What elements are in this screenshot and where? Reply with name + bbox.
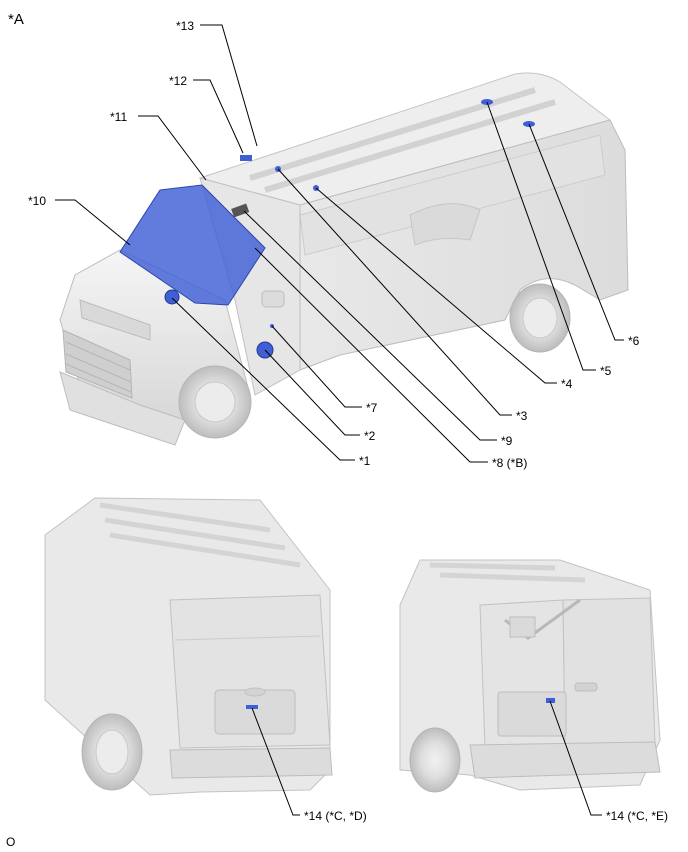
windshield-highlight xyxy=(119,184,266,306)
callout-13: *13 xyxy=(176,19,194,33)
callout-5: *5 xyxy=(600,364,612,378)
marker-14-right xyxy=(546,698,555,703)
callout-7: *7 xyxy=(366,401,378,415)
callout-8: *8 (*B) xyxy=(492,456,527,470)
callout-14-right: *14 (*C, *E) xyxy=(606,809,668,823)
callout-10: *10 xyxy=(28,194,46,208)
front-three-quarter-van-view xyxy=(59,72,629,446)
marker-12 xyxy=(240,155,252,161)
callout-2: *2 xyxy=(364,429,376,443)
callout-14-left: *14 (*C, *D) xyxy=(304,809,367,823)
callout-9: *9 xyxy=(501,434,513,448)
rear-view-barn-door-van xyxy=(399,559,661,793)
marker-14-left xyxy=(246,705,258,709)
footer-code: O xyxy=(6,835,15,849)
callout-1: *1 xyxy=(359,454,371,468)
leader-lines-main xyxy=(55,24,624,463)
leader-lines-rear xyxy=(251,700,602,816)
inner-mirror-marker xyxy=(231,203,250,218)
callout-6: *6 xyxy=(628,334,640,348)
callout-12: *12 xyxy=(169,74,187,88)
callout-4: *4 xyxy=(561,377,573,391)
callout-11: *11 xyxy=(110,110,127,124)
callout-3: *3 xyxy=(516,409,528,423)
rear-view-standard-van xyxy=(44,497,333,796)
view-label: *A xyxy=(8,11,24,28)
marker-1 xyxy=(164,289,180,305)
